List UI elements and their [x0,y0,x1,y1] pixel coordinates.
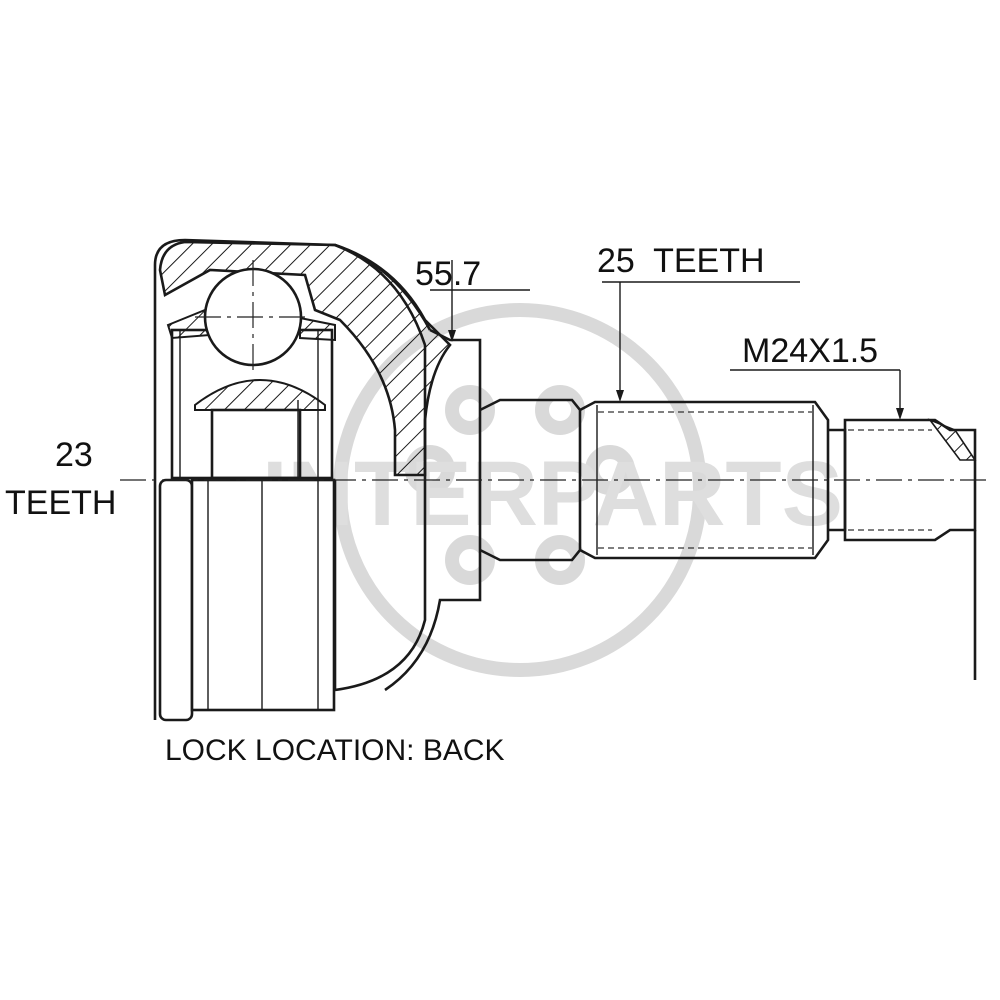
ball [195,260,310,375]
lock-location-label: LOCK LOCATION: BACK [165,734,505,767]
left-teeth-word: TEETH [5,484,116,522]
leader-lines [430,260,904,420]
watermark-text: INTERPARTS [262,443,843,545]
watermark: INTERPARTS [262,303,843,677]
left-teeth-count: 23 [55,436,93,474]
thread-label: M24X1.5 [742,332,878,370]
stem-shaft [479,398,977,680]
dimension-label: 55.7 [415,255,481,293]
left-collar [158,478,337,722]
spline-teeth-label: 25 TEETH [597,242,765,280]
inner-race [166,308,336,480]
outer-race-housing [153,238,482,720]
